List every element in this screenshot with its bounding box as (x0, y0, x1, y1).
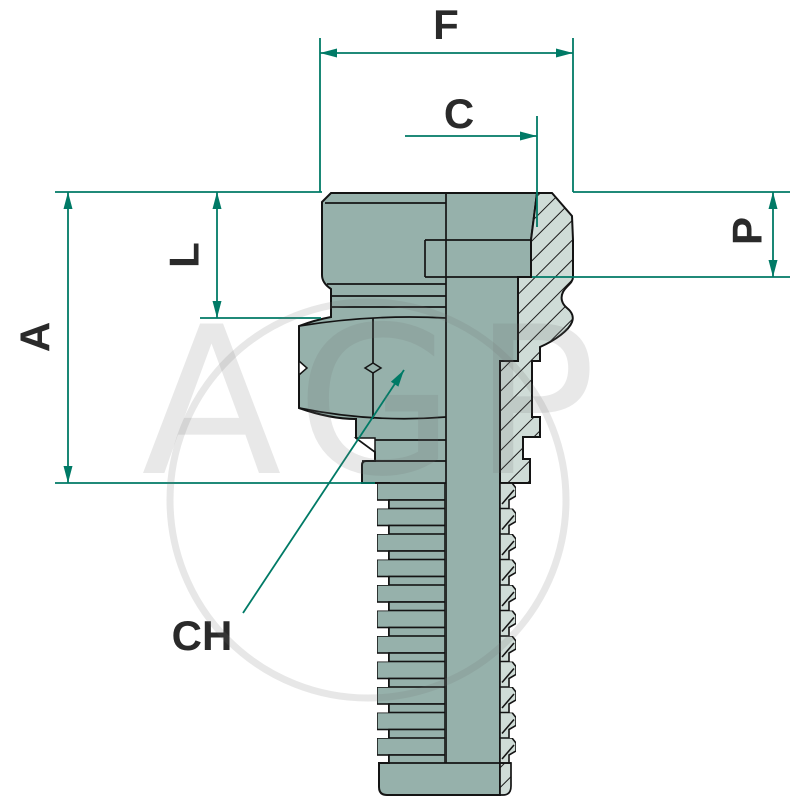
dimension-L: L (161, 192, 321, 319)
l-dimension-label: L (161, 242, 208, 268)
hex-edge-notch (298, 359, 309, 377)
dimension-CH: CH (172, 369, 405, 659)
p-dimension-label: P (724, 217, 771, 245)
ch-leader-arrow (390, 370, 404, 387)
l-arrow-bottom (212, 301, 222, 318)
section-hatch-bottom (499, 762, 512, 796)
hose-barbs-section (500, 483, 516, 764)
section-hatch-upper (499, 192, 574, 484)
p-arrow-top (768, 192, 778, 209)
hose-barbs-left (377, 483, 445, 764)
p-arrow-bottom (768, 260, 778, 277)
a-arrow-top (63, 192, 73, 209)
hex-center-mark (363, 362, 383, 374)
dimensions-group: F C P L (12, 1, 790, 659)
dimension-A: A (12, 192, 375, 484)
a-arrow-bottom (63, 466, 73, 483)
ch-dimension-label: CH (172, 612, 233, 659)
c-arrow-right (520, 131, 537, 141)
l-arrow-top (212, 192, 222, 209)
a-dimension-label: A (12, 322, 59, 352)
dimension-F: F (319, 1, 574, 192)
fitting-body-group (298, 192, 574, 796)
dimension-C: C (405, 90, 538, 227)
dimension-P: P (532, 192, 790, 278)
f-arrow-left (320, 48, 337, 58)
c-dimension-label: C (444, 90, 474, 137)
collar-undercut-notch (353, 437, 376, 454)
f-arrow-right (556, 48, 573, 58)
f-dimension-label: F (433, 1, 459, 48)
ch-leader-line (242, 369, 405, 614)
